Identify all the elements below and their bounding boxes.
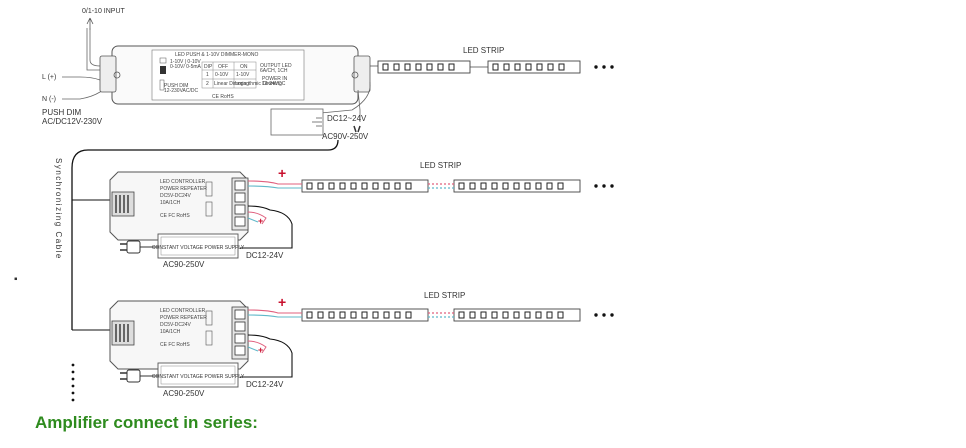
dimmer-marks: CE RoHS <box>212 94 234 100</box>
push-dim-term-2: 12-230VAC/DC <box>164 88 198 94</box>
psu-label: CONSTANT VOLTAGE POWER SUPPLY <box>152 374 245 380</box>
caption: Amplifier connect in series: <box>35 413 258 432</box>
continuation-dot <box>602 313 606 317</box>
repeater-line4: 10A/1CH <box>160 200 181 206</box>
stray-mark: ▪ <box>14 274 18 285</box>
led-strip: LED STRIP <box>301 291 614 322</box>
power-in-2: 12-24VDC <box>262 81 286 87</box>
dc-label: DC12-24V <box>246 380 284 389</box>
repeater-marks: CE FC RoHS <box>160 213 190 219</box>
continuation-dot <box>594 313 598 317</box>
continuation-dot <box>594 184 598 188</box>
dip-cell: Linear Dimming <box>214 81 249 87</box>
input-label: 0/1-10 INPUT <box>82 8 126 15</box>
sync-cable: Synchronizing Cable ▪ <box>14 139 339 402</box>
n-label: N (-) <box>42 96 56 103</box>
repeater-line4: 10A/1CH <box>160 329 181 335</box>
sync-cable-label: Synchronizing Cable <box>54 158 63 260</box>
led-strip: LED STRIP <box>377 46 614 74</box>
dimmer-title: LED PUSH & 1-10V DIMMER-MONO <box>175 52 258 58</box>
continuation-dot <box>610 65 614 69</box>
dip-header-off: OFF <box>218 64 228 70</box>
led-strip-label: LED STRIP <box>463 46 504 55</box>
dip-cell: 1 <box>206 72 209 78</box>
dimmer-psu-dc: DC12~24V <box>327 114 367 123</box>
repeater-line2: POWER REPEATER <box>160 315 207 321</box>
dip-cell: 1-10V <box>236 72 250 78</box>
dimmer-range-2: 0-10V/ 0-5mA <box>170 64 202 70</box>
psu-plus-sign: + <box>258 216 263 226</box>
repeater-line3: DC5V-DC24V <box>160 322 192 328</box>
psu-label: CONSTANT VOLTAGE POWER SUPPLY <box>152 245 245 251</box>
led-strip: LED STRIP <box>301 161 614 193</box>
repeater-marks: CE FC RoHS <box>160 342 190 348</box>
dip-header-on: ON <box>240 64 248 70</box>
dip-cell: Logarithmic Dimming <box>235 81 282 87</box>
continuation-dot <box>594 65 598 69</box>
dc-label: DC12-24V <box>246 251 284 260</box>
ac-label: AC90-250V <box>163 260 205 269</box>
repeater-line1: LED CONTROLLER <box>160 179 206 185</box>
continuation-dot <box>610 313 614 317</box>
push-dim-term-1: PUSH DIM <box>164 83 188 89</box>
power-in-1: POWER IN <box>262 76 288 82</box>
plus-sign: + <box>278 294 286 310</box>
dip-cell: 2 <box>206 81 209 87</box>
output-led-2: 6A/CH, 1CH <box>260 68 288 74</box>
dip-cell: 0-10V <box>215 72 229 78</box>
output-led-1: OUTPUT LED <box>260 63 292 69</box>
repeater-line1: LED CONTROLLER <box>160 308 206 314</box>
led-strip-label: LED STRIP <box>424 291 465 300</box>
continuation-dot <box>602 184 606 188</box>
led-strip-label: LED STRIP <box>420 161 461 170</box>
ac-label: AC90-250V <box>163 389 205 398</box>
continuation-dot <box>610 184 614 188</box>
repeater-line3: DC5V-DC24V <box>160 193 192 199</box>
push-dim-voltage: AC/DC12V-230V <box>42 117 103 126</box>
psu-plus-sign: + <box>258 345 263 355</box>
continuation-dot <box>602 65 606 69</box>
dimmer-psu-ac: AC90V-250V <box>322 132 369 141</box>
l-label: L (+) <box>42 74 56 81</box>
led-strips: LED STRIP LED STRIP LED STRIP <box>301 46 614 322</box>
dimmer-section: 0/1-10 INPUT L (+) N (-) PUSH DIM AC/DC1… <box>42 8 378 141</box>
push-dim-label: PUSH DIM <box>42 108 81 117</box>
dimmer-range-1: 1-10V | 0-10V <box>170 59 201 65</box>
plus-sign: + <box>278 165 286 181</box>
repeater-line2: POWER REPEATER <box>160 186 207 192</box>
dip-header-dip: DIP <box>204 64 213 70</box>
